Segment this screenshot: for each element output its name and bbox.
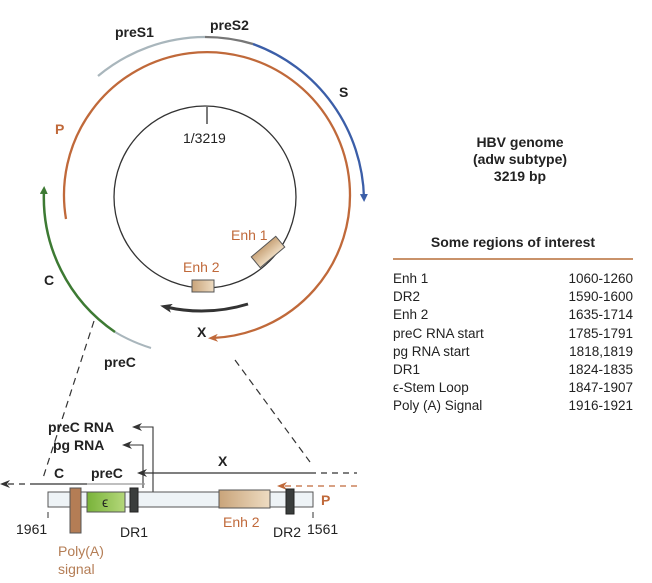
region-row: Poly (A) Signal 1916-1921 <box>393 397 633 415</box>
genome-subtype: (adw subtype) <box>472 151 568 167</box>
zoom-line-right <box>234 359 311 463</box>
pg-rna-arrow <box>122 441 144 488</box>
region-range: 1635-1714 <box>568 307 633 323</box>
prec-linear-label: preC <box>91 465 123 481</box>
region-row: DR2 1590-1600 <box>393 288 633 306</box>
c-linear-label: C <box>54 465 64 481</box>
region-range: 1824-1835 <box>568 362 633 378</box>
region-row: preC RNA start 1785-1791 <box>393 325 633 343</box>
enh1-box <box>250 235 286 269</box>
pres1-label: preS1 <box>115 24 154 40</box>
dr1-box <box>129 487 139 513</box>
genome-size: 3219 bp <box>493 168 547 184</box>
region-range: 1785-1791 <box>568 325 633 341</box>
enh2-linear-box <box>218 489 271 509</box>
genome-info: HBV genome (adw subtype) 3219 bp <box>420 134 620 185</box>
pg-rna-label: pg RNA <box>53 437 104 453</box>
origin-label: 1/3219 <box>183 130 226 146</box>
p-gene-label: P <box>55 121 64 137</box>
x-gene-label: X <box>197 324 207 340</box>
prec-arc <box>114 331 152 349</box>
polya-label-line1: Poly(A) <box>58 543 104 559</box>
pres1-arc <box>97 35 206 77</box>
region-name: Enh 1 <box>393 271 429 286</box>
enh2-linear-label: Enh 2 <box>223 514 260 530</box>
region-range: 1916-1921 <box>568 398 633 414</box>
left-coord-label: 1961 <box>16 521 47 537</box>
right-coord-label: 1561 <box>307 521 338 537</box>
regions-heading: Some regions of interest <box>430 234 596 250</box>
c-gene-label: C <box>44 272 54 288</box>
region-name: ϵ-Stem Loop <box>393 380 469 396</box>
p-gene-arc <box>62 50 352 342</box>
region-name: DR2 <box>393 289 421 305</box>
prec-label: preC <box>104 354 136 370</box>
polya-signal-box <box>69 487 82 534</box>
region-range: 1847-1907 <box>568 380 633 396</box>
enh1-label: Enh 1 <box>231 227 268 243</box>
region-name: DR1 <box>393 362 421 378</box>
epsilon-label: ϵ <box>102 494 108 510</box>
polya-label-line2: signal <box>58 561 95 577</box>
regions-divider <box>393 258 633 260</box>
region-range: 1590-1600 <box>568 289 633 305</box>
region-name: Poly (A) Signal <box>393 398 483 414</box>
pres2-arc <box>204 35 254 46</box>
p-linear-label: P <box>321 492 330 508</box>
x-gene-arc <box>160 302 249 313</box>
region-row: Enh 1 1060-1260 <box>393 270 633 288</box>
prec-rna-arrow <box>132 423 154 492</box>
enh2-label: Enh 2 <box>183 259 220 275</box>
dr2-label: DR2 <box>273 524 301 540</box>
enh2-box <box>191 279 215 293</box>
s-gene-arc <box>252 42 368 202</box>
x-linear-label: X <box>218 453 228 469</box>
s-gene-label: S <box>339 84 348 100</box>
zoom-line-left <box>42 320 95 479</box>
genome-title: HBV genome <box>476 134 564 150</box>
region-row: ϵ-Stem Loop 1847-1907 <box>393 379 633 397</box>
region-name: preC RNA start <box>393 325 484 341</box>
region-range: 1818,1819 <box>569 343 633 359</box>
c-gene-arc <box>39 186 116 334</box>
dr2-box <box>285 488 295 515</box>
region-name: pg RNA start <box>393 343 470 359</box>
regions-table: Enh 1 1060-1260 DR2 1590-1600 Enh 2 1635-17… <box>393 270 633 416</box>
region-range: 1060-1260 <box>568 271 633 286</box>
region-row: Enh 2 1635-1714 <box>393 306 633 324</box>
region-name: Enh 2 <box>393 307 429 323</box>
epsilon-stem-loop-box <box>86 491 126 513</box>
prec-rna-label: preC RNA <box>48 419 114 435</box>
pres2-label: preS2 <box>210 17 249 33</box>
region-row: pg RNA start 1818,1819 <box>393 343 633 361</box>
dr1-label: DR1 <box>120 524 148 540</box>
region-row: DR1 1824-1835 <box>393 361 633 379</box>
